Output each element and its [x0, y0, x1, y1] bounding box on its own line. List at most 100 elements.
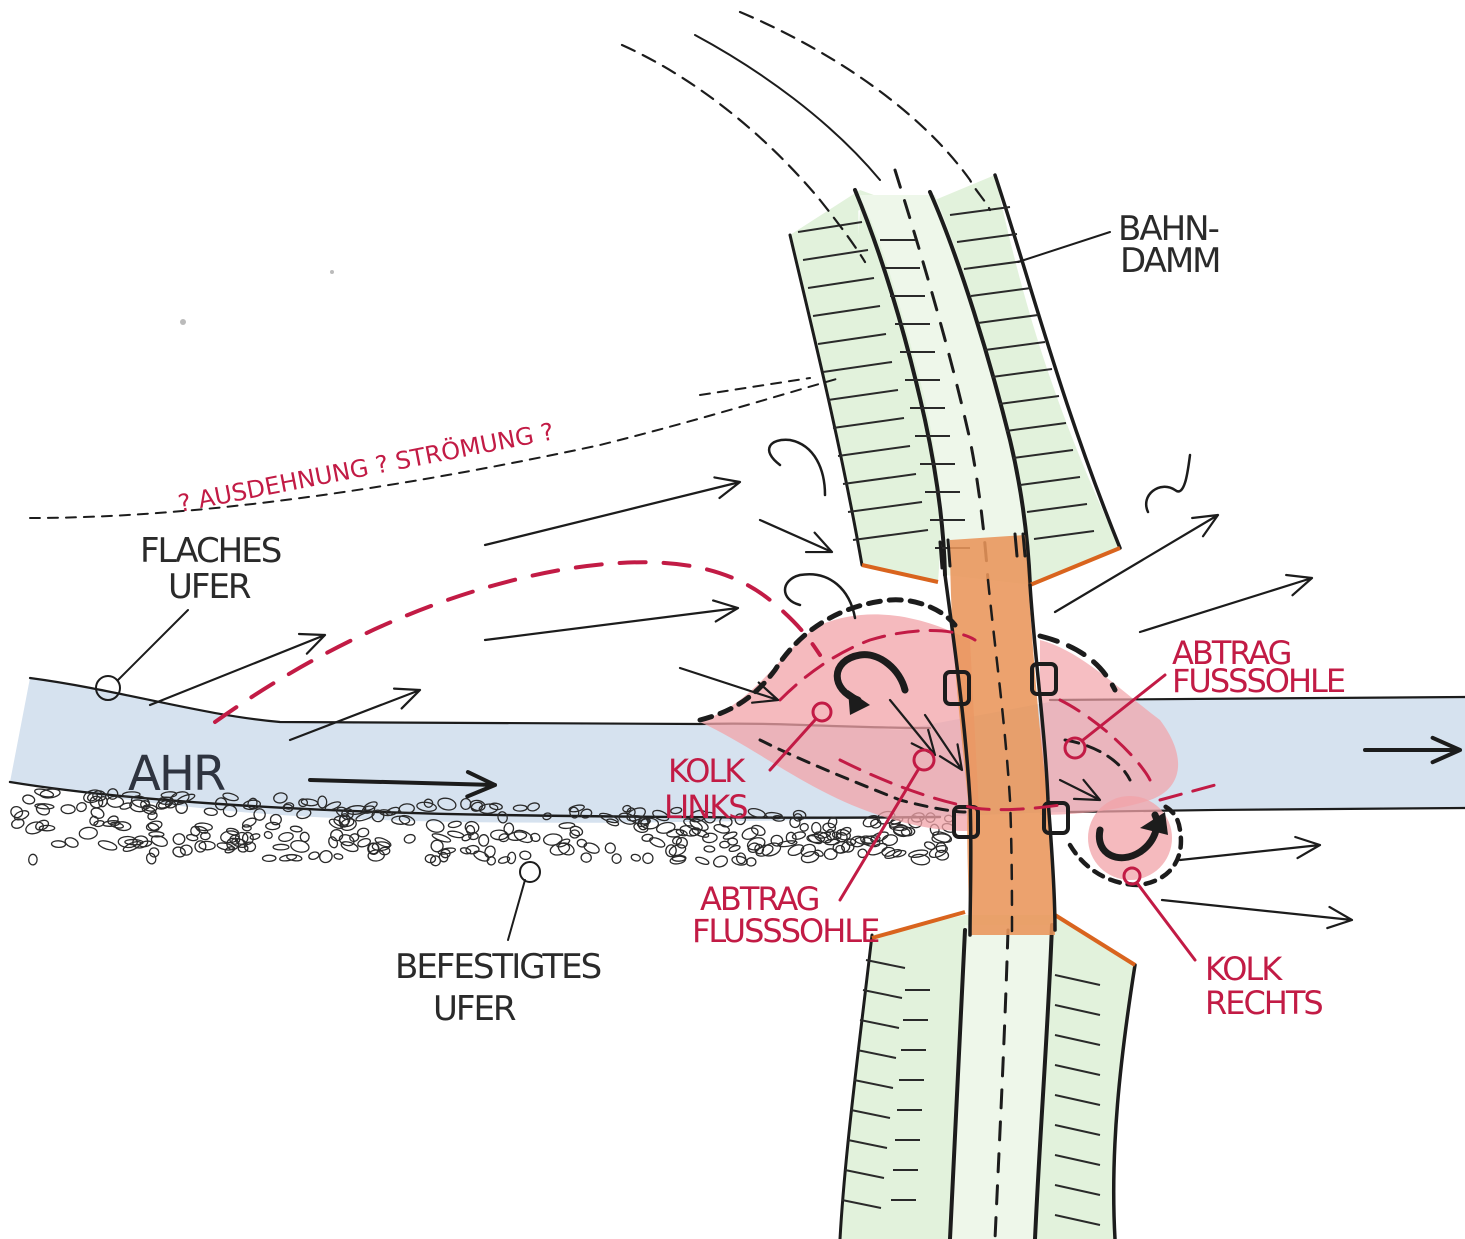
gravel-stone: [908, 849, 928, 859]
gravel-stone: [290, 825, 302, 832]
curl-arrow-top-icon: [769, 440, 825, 495]
label-abtrag-right-line2: FUSSSOHLE: [1172, 662, 1345, 700]
gravel-stone: [9, 805, 24, 820]
gravel-stone: [64, 836, 80, 849]
gravel-stone: [519, 851, 531, 860]
gravel-stone: [648, 836, 666, 849]
gravel-stone: [824, 849, 837, 860]
leader-befestigtes-ufer: [508, 880, 525, 940]
gravel-stone: [368, 849, 385, 861]
scour-wash-right: [1040, 640, 1178, 815]
gravel-stone: [800, 850, 820, 864]
gravel-stone: [792, 831, 806, 841]
gravel-stone: [61, 805, 75, 814]
label-kolk-rechts-line1: KOLK: [1205, 950, 1283, 988]
gravel-stone: [180, 845, 192, 855]
gravel-stone: [273, 844, 289, 850]
flow-arrow-icon: [1140, 575, 1312, 632]
flow-arrow-icon: [760, 520, 832, 552]
flow-arrow-icon: [1180, 837, 1320, 860]
marker-befestigtes-ufer: [520, 862, 540, 882]
gravel-stone: [911, 853, 931, 865]
curl-arrow-right-icon: [1146, 455, 1190, 512]
gravel-stone: [327, 836, 339, 849]
railway-embankment-north: [790, 170, 1120, 585]
flow-arrow-icon: [485, 600, 738, 640]
paper-speck: [330, 270, 334, 274]
gravel-stone: [483, 844, 497, 859]
labels: BAHN- DAMM FLACHES UFER AHR BEFESTIGTES …: [128, 209, 1345, 1029]
gravel-stone: [604, 841, 617, 854]
gravel-stone: [79, 827, 98, 840]
gravel-stone: [799, 823, 809, 833]
gravel-stone: [262, 855, 276, 861]
label-expansion-flow: ? AUSDEHNUNG ? STRÖMUNG ?: [176, 417, 557, 518]
gravel-stone: [340, 840, 359, 854]
gravel-stone: [770, 834, 784, 847]
gravel-stone: [242, 824, 251, 831]
label-kolk-links-line2: LINKS: [664, 788, 747, 826]
gravel-stone: [29, 854, 38, 865]
gravel-stone: [51, 841, 65, 848]
gravel-stone: [559, 822, 575, 828]
gravel-stone: [147, 811, 158, 821]
gravel-stone: [173, 833, 186, 845]
label-flaches-line2: UFER: [168, 567, 251, 607]
gravel-stone: [676, 837, 688, 849]
gravel-stone: [581, 852, 592, 862]
gravel-stone: [24, 820, 44, 836]
gravel-stone: [103, 820, 120, 827]
gravel-stone: [75, 801, 87, 813]
gravel-stone: [22, 794, 36, 805]
gravel-stone: [145, 852, 157, 865]
gravel-stone: [308, 851, 320, 861]
gravel-stone: [263, 830, 273, 839]
label-kolk-links-line1: KOLK: [668, 752, 746, 790]
gravel-stone: [641, 852, 654, 865]
gravel-stone: [702, 833, 717, 844]
gravel-stone: [729, 844, 741, 852]
flow-arrow-icon: [485, 477, 740, 545]
leader-kolk-rechts: [1137, 883, 1195, 960]
gravel-stone: [882, 834, 899, 847]
floodplain-dashed-arc-outer: [740, 12, 990, 210]
gravel-stone: [512, 828, 534, 845]
gravel-stone: [508, 831, 527, 841]
leader-flaches-ufer: [118, 610, 188, 680]
gravel-stone: [507, 852, 516, 864]
gravel-stone: [97, 839, 117, 852]
gravel-stone: [148, 846, 160, 858]
label-flaches-line1: FLACHES: [140, 531, 281, 571]
gravel-stone: [570, 830, 580, 838]
flow-arrow-icon: [1162, 900, 1352, 928]
paper-speck: [180, 319, 186, 325]
railway-embankment-south: [840, 912, 1135, 1239]
gravel-stone: [695, 856, 710, 866]
leader-bahndamm: [1018, 232, 1110, 262]
gravel-stone: [172, 846, 186, 858]
label-befestigtes-line2: UFER: [433, 989, 516, 1029]
label-bahndamm-line2: DAMM: [1120, 241, 1220, 281]
label-river-ahr: AHR: [128, 746, 225, 802]
gravel-stone: [278, 831, 294, 842]
gravel-stone: [814, 849, 824, 857]
gravel-stone: [741, 826, 760, 842]
gravel-stone: [712, 854, 729, 868]
gravel-stone: [199, 841, 215, 850]
gravel-stone: [631, 853, 642, 862]
label-befestigtes-line1: BEFESTIGTES: [395, 947, 601, 987]
gravel-stone: [466, 845, 480, 854]
gravel-stone: [479, 835, 489, 847]
gravel-stone: [334, 853, 344, 860]
gravel-stone: [611, 853, 622, 865]
label-kolk-rechts-line2: RECHTS: [1205, 984, 1322, 1022]
gravel-stone: [403, 833, 416, 844]
curl-arrow-mid-icon: [785, 574, 855, 618]
label-abtrag-left-line2: FLUSSSOHLE: [692, 912, 879, 950]
gravel-stone: [238, 844, 248, 852]
gravel-stone: [357, 827, 370, 837]
gravel-stone: [728, 838, 738, 845]
gravel-stone: [318, 849, 334, 865]
gravel-stone: [704, 846, 715, 853]
